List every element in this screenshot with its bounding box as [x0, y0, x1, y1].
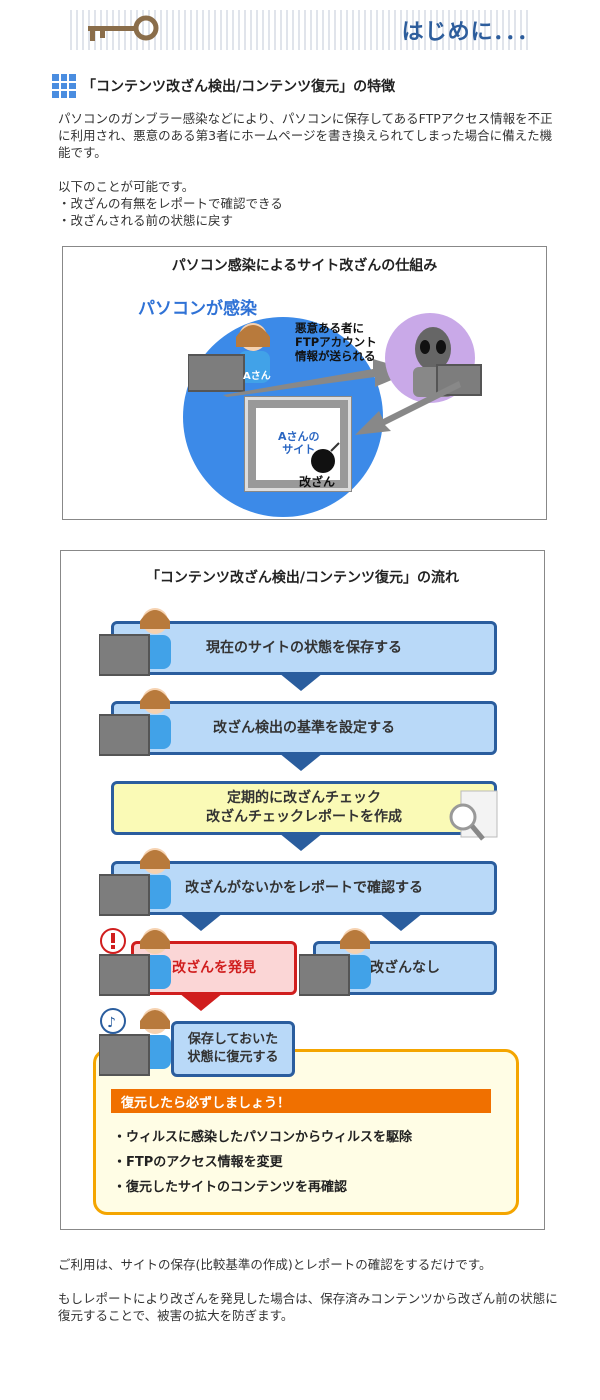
- bad-actor-label: 悪意ある者に FTPアカウント 情報が送られる: [295, 321, 377, 363]
- flow-step-check: 定期的に改ざんチェック 改ざんチェックレポートを作成: [111, 781, 497, 835]
- must-do-heading: 復元したら必ずしましょう！: [111, 1089, 491, 1113]
- flow-step-restore-line: 状態に復元する: [187, 1050, 279, 1065]
- header-title: はじめに．．．: [401, 20, 540, 45]
- user-icon: [99, 608, 171, 676]
- capabilities-list: 以下のことが可能です。 ・改ざんの有無をレポートで確認できる ・改ざんされる前の…: [58, 178, 558, 229]
- bomb-icon: [311, 442, 340, 473]
- section-title-text: 「コンテンツ改ざん検出/コンテンツ復元」の特徴: [82, 79, 396, 95]
- flow-step-found-text: 改ざんを発見: [172, 959, 256, 976]
- capabilities-line: ・改ざんされる前の状態に戻す: [58, 213, 234, 228]
- flow-step-save: 現在のサイトの状態を保存する: [111, 621, 497, 675]
- flow-step-report-text: 改ざんがないかをレポートで確認する: [185, 879, 423, 896]
- section-title: 「コンテンツ改ざん検出/コンテンツ復元」の特徴: [52, 74, 395, 98]
- bad-actor-line: 悪意ある者に: [295, 321, 364, 335]
- flow-arrow: [279, 753, 323, 771]
- flow-arrow: [379, 913, 423, 931]
- flow-step-restore-line: 保存しておいた: [187, 1032, 279, 1047]
- flow-arrow: [179, 913, 223, 931]
- flow-arrow-red: [179, 993, 223, 1011]
- grid-icon: [52, 74, 76, 98]
- person-a-label: Aさん: [243, 371, 271, 382]
- must-do-item: ・復元したサイトのコンテンツを再確認: [113, 1180, 348, 1195]
- capabilities-line: ・改ざんの有無をレポートで確認できる: [58, 196, 283, 211]
- person-a-illustration: [188, 323, 270, 392]
- tamper-label: 改ざん: [299, 475, 336, 489]
- flow-arrow: [279, 833, 323, 851]
- alert-icon: [100, 928, 126, 954]
- must-do-item: ・ウィルスに感染したパソコンからウィルスを駆除: [113, 1130, 413, 1145]
- header-banner: はじめに．．．: [0, 0, 600, 60]
- flow-step-check-line: 定期的に改ざんチェック: [227, 790, 381, 806]
- flow-step-save-text: 現在のサイトの状態を保存する: [206, 639, 402, 656]
- site-label: Aさんの サイト: [278, 430, 320, 456]
- site-label-line: Aさんの: [278, 430, 320, 443]
- magnifier-report-icon: [449, 790, 498, 841]
- key-icon: [88, 15, 159, 41]
- user-icon: [99, 848, 171, 916]
- flow-step-restore: 保存しておいた 状態に復元する: [171, 1021, 295, 1077]
- flow-step-criteria-text: 改ざん検出の基準を設定する: [213, 719, 395, 736]
- site-monitor: Aさんの サイト: [245, 397, 351, 491]
- arrow-to-site: [355, 381, 461, 435]
- flow-arrow: [279, 673, 323, 691]
- site-label-line: サイト: [282, 443, 316, 456]
- flow-step-check-line: 改ざんチェックレポートを作成: [206, 809, 402, 825]
- pc-infected-label: パソコンが感染: [138, 299, 257, 319]
- footer-text-1: ご利用は、サイトの保存(比較基準の作成)とレポートの確認をするだけです。: [58, 1257, 492, 1272]
- must-do-item: ・FTPのアクセス情報を変更: [113, 1155, 283, 1170]
- intro-paragraph: パソコンのガンブラー感染などにより、パソコンに保存してあるFTPアクセス情報を不…: [58, 111, 553, 160]
- user-icon: [299, 928, 371, 996]
- flow-diagram-title: 「コンテンツ改ざん検出/コンテンツ復元」の流れ: [145, 570, 460, 586]
- flow-step-report: 改ざんがないかをレポートで確認する: [111, 861, 497, 915]
- user-icon: [99, 688, 171, 756]
- footer-text-2: もしレポートにより改ざんを発見した場合は、保存済みコンテンツから改ざん前の状態に…: [58, 1291, 558, 1323]
- flow-diagram: 「コンテンツ改ざん検出/コンテンツ復元」の流れ 現在のサイトの状態を保存する 改…: [60, 550, 545, 1230]
- bad-actor-line: 情報が送られる: [295, 349, 376, 363]
- infection-diagram: パソコン感染によるサイト改ざんの仕組み パソコンが感染 Aさん 悪意ある者に F…: [62, 246, 547, 520]
- user-icon: [99, 1008, 171, 1076]
- infection-diagram-title: パソコン感染によるサイト改ざんの仕組み: [171, 258, 438, 274]
- bad-actor-line: FTPアカウント: [295, 335, 377, 349]
- restore-notice-box: [93, 1049, 519, 1215]
- user-icon: [99, 928, 171, 996]
- arrow-to-attacker: [223, 359, 413, 397]
- flow-step-none-text: 改ざんなし: [370, 959, 440, 976]
- svg-text:♪: ♪: [107, 1015, 116, 1031]
- music-note-icon: ♪: [100, 1008, 126, 1034]
- capabilities-line: 以下のことが可能です。: [58, 179, 195, 194]
- must-do-list: ・ウィルスに感染したパソコンからウィルスを駆除 ・FTPのアクセス情報を変更 ・…: [113, 1125, 493, 1200]
